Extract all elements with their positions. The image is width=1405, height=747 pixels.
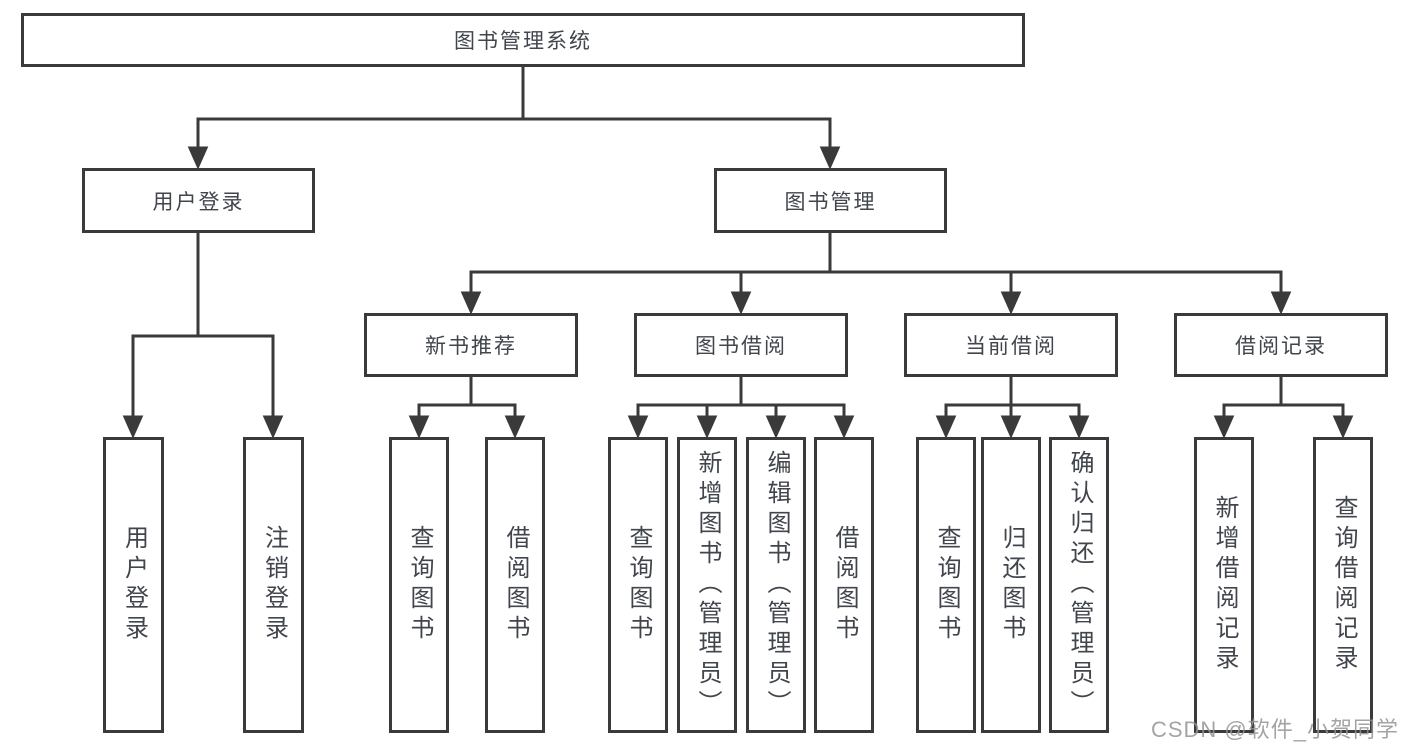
- leaf-confirm-return-admin: 确认归还（管理员）: [1049, 437, 1109, 733]
- leaf-user-login: 用户登录: [103, 437, 164, 733]
- connector-root-to-level2: [187, 67, 841, 170]
- csdn-watermark: CSDN @软件_小贺同学: [1150, 717, 1399, 742]
- leaf-query-books-recommend: 查询图书: [389, 437, 449, 733]
- connector-currentborrow-to-leaves: [935, 377, 1090, 439]
- leaf-add-book-admin: 新增图书（管理员）: [677, 437, 737, 733]
- node-library-management-system: 图书管理系统: [21, 13, 1025, 67]
- connector-borrowrecord-to-leaves: [1213, 377, 1354, 439]
- connector-userlogin-to-leaves: [122, 233, 284, 439]
- node-book-borrowing: 图书借阅: [634, 313, 848, 377]
- connector-newbook-to-leaves: [408, 377, 526, 439]
- leaf-return-books: 归还图书: [981, 437, 1041, 733]
- leaf-logout: 注销登录: [243, 437, 304, 733]
- node-user-login: 用户登录: [82, 168, 315, 233]
- leaf-add-borrow-record: 新增借阅记录: [1194, 437, 1254, 733]
- node-current-borrowing: 当前借阅: [904, 313, 1118, 377]
- leaf-query-books-borrow: 查询图书: [608, 437, 668, 733]
- leaf-query-books-current: 查询图书: [916, 437, 976, 733]
- node-borrowing-records: 借阅记录: [1174, 313, 1388, 377]
- connector-bookmgmt-to-level3: [460, 233, 1292, 315]
- node-new-book-recommendation: 新书推荐: [364, 313, 578, 377]
- leaf-borrow-books: 借阅图书: [814, 437, 874, 733]
- leaf-edit-book-admin: 编辑图书（管理员）: [746, 437, 806, 733]
- node-book-management: 图书管理: [714, 168, 947, 233]
- connector-bookborrow-to-leaves: [627, 377, 855, 439]
- leaf-borrow-books-recommend: 借阅图书: [485, 437, 545, 733]
- leaf-query-borrow-record: 查询借阅记录: [1313, 437, 1373, 733]
